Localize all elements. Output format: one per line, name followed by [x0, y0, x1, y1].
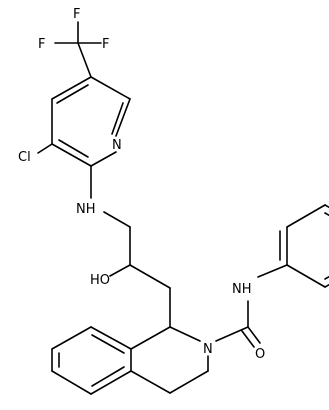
atom-nh-amide: NH	[232, 282, 252, 297]
bond-bz-6	[90, 326, 132, 350]
bond-ph-5	[324, 283, 329, 288]
bond-nh-phenyl	[257, 264, 288, 278]
bond-bz-6-inner	[91, 334, 125, 354]
bond-bz-5	[51, 326, 92, 350]
bond-py-1	[51, 76, 92, 100]
atom-f2: F	[73, 7, 80, 22]
bond-co-b	[241, 330, 255, 348]
bond-c1-c8a	[130, 326, 171, 350]
bond-py-1-inner	[56, 84, 89, 104]
atom-n-ring: N	[203, 342, 213, 357]
atom-cl: Cl	[18, 150, 31, 165]
bond-c4-c4a	[130, 370, 171, 394]
bond-ph-3-inner	[324, 212, 329, 217]
atom-f1: F	[38, 37, 45, 52]
bond-nh-ch2	[103, 211, 131, 228]
bond-cf3-ring	[77, 42, 92, 78]
bond-py-4	[90, 151, 117, 167]
bond-py-6	[90, 76, 131, 100]
bond-ph-2	[286, 204, 326, 228]
bond-c1-n2	[169, 326, 201, 342]
bond-py-3-inner	[58, 139, 89, 158]
atom-o-carbonyl: O	[255, 347, 265, 362]
bond-cl	[37, 143, 53, 154]
bond-ph-3	[324, 204, 329, 209]
bond-ph-5-inner	[324, 275, 329, 280]
bond-n2-carbonyl	[215, 326, 249, 342]
atom-n-pyridine: N	[112, 138, 122, 153]
atom-labels: F F F Cl N NH HO NH O N	[18, 7, 265, 362]
bond-py-5	[115, 98, 131, 137]
bond-choh-ch2	[129, 264, 171, 289]
atom-f3: F	[102, 37, 109, 52]
bond-bz-2-inner	[91, 366, 125, 387]
bond-ph-6	[286, 264, 326, 288]
bond-choh-oh	[109, 264, 131, 277]
bond-co-a	[247, 326, 261, 344]
bond-c3-c4	[169, 370, 209, 394]
bond-bz-2	[90, 370, 132, 395]
atom-nh-amine: NH	[76, 202, 96, 217]
bond-bz-3	[51, 370, 92, 395]
bonds	[37, 21, 329, 395]
atom-ho: HO	[90, 273, 110, 288]
bond-py-5-inner	[111, 102, 124, 135]
bond-py-3	[51, 143, 92, 167]
